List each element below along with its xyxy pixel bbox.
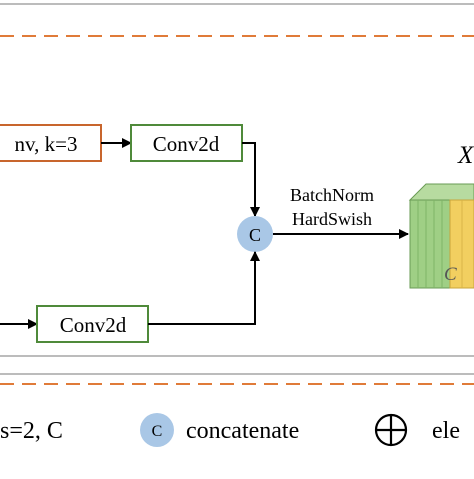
cube-front-green [409,199,451,289]
conv2d-top-label: Conv2d [153,132,220,156]
cube-channel-label: C [444,264,457,285]
conv2d-bottom-label: Conv2d [60,313,127,337]
batchnorm-label: BatchNorm [290,185,374,205]
legend-concat-symbol: C [152,423,163,440]
arrow-conv2d-top-to-concat [242,142,260,217]
concat-node [237,216,273,252]
hardswish-label: HardSwish [292,209,372,229]
cube-top-face [408,183,474,201]
legend-stride-text: s=2, C [0,418,63,444]
output-tensor-cube [408,183,474,289]
legend-concat-label: concatenate [186,418,299,444]
main-panel-frame [0,3,474,357]
output-tensor-label: X [457,142,474,169]
conv-k3-label: nv, k=3 [15,132,78,156]
elementwise-add-icon [374,413,408,447]
concat-node-symbol: C [249,225,261,245]
conv2d-bottom-block [36,305,149,343]
legend-add-label: ele [432,418,460,444]
arrow-conv2d-bottom-to-concat [148,251,260,325]
legend-concat-icon [140,413,174,447]
